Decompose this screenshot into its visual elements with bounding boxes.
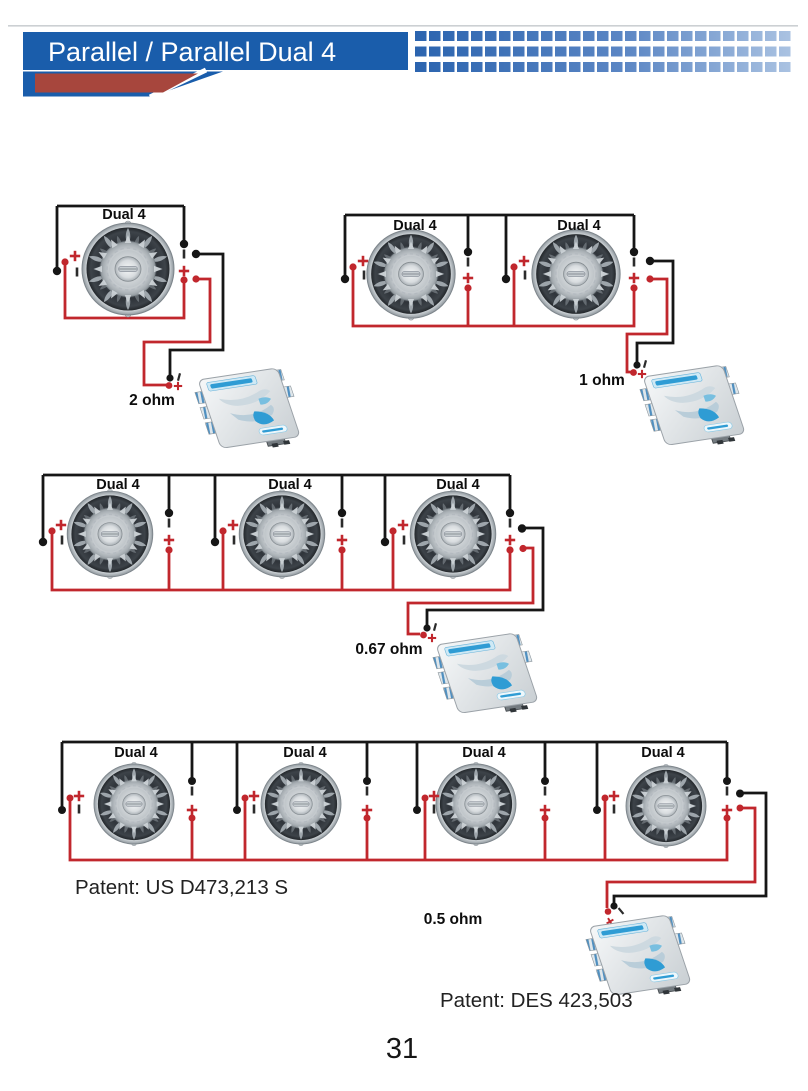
negative-terminal-dots: [58, 777, 744, 910]
amplifier: [428, 631, 548, 722]
impedance-label: 0.5 ohm: [424, 911, 483, 928]
impedance-label: 0.67 ohm: [355, 641, 422, 658]
speaker-label: Dual 4: [96, 477, 140, 493]
positive-wire: [50, 531, 535, 636]
speaker-label: Dual 4: [283, 745, 327, 761]
impedance-label: 2 ohm: [129, 392, 175, 409]
subwoofer-speaker: [239, 489, 325, 578]
speaker-label: Dual 4: [102, 207, 146, 223]
diagram-1-speaker: Dual 4 2 ohm: [52, 204, 310, 457]
patent-amplifier-text: Patent: DES 423,503: [440, 989, 633, 1012]
speaker-label: Dual 4: [436, 477, 480, 493]
top-hairline: [8, 25, 798, 27]
header-accent-ribbon: [35, 73, 198, 93]
impedance-label: 1 ohm: [579, 372, 625, 389]
diagram-3-speakers: Dual 4 Dual 4 Dual 4 0.67 ohm: [38, 473, 548, 722]
header-bar: [23, 32, 408, 70]
negative-wire: [41, 473, 545, 625]
subwoofer-speaker: [532, 228, 620, 320]
positive-wire: [68, 798, 757, 908]
subwoofer-speaker: [626, 764, 706, 848]
negative-terminal-dots: [38, 508, 527, 632]
page-number: 31: [386, 1033, 418, 1065]
amplifier: [190, 366, 310, 457]
negative-wire: [55, 204, 225, 375]
page-title: Parallel / Parallel Dual 4: [48, 37, 336, 67]
positive-terminal-dots: [48, 527, 527, 639]
diagram-2-speakers: Dual 4 Dual 4 1 ohm: [340, 213, 755, 454]
amplifier: [635, 363, 755, 454]
positive-terminal-dots: [61, 258, 200, 389]
negative-wire: [343, 213, 675, 363]
speaker-label: Dual 4: [393, 218, 437, 234]
subwoofer-speaker: [410, 489, 496, 578]
speaker-label: Dual 4: [557, 218, 601, 234]
patent-speaker-text: Patent: US D473,213 S: [75, 876, 288, 899]
positive-terminal-dots: [66, 794, 744, 915]
positive-terminal-dots: [349, 263, 654, 376]
positive-wire: [351, 267, 669, 374]
subwoofer-speaker: [367, 228, 455, 320]
subwoofer-speaker: [82, 221, 174, 317]
speaker-label: Dual 4: [268, 477, 312, 493]
page-header: Parallel / Parallel Dual 4: [8, 25, 798, 100]
speaker-label: Dual 4: [462, 745, 506, 761]
speaker-label: Dual 4: [114, 745, 158, 761]
subwoofer-speaker: [67, 489, 153, 578]
negative-terminal-dots: [340, 247, 655, 369]
page-footer: Patent: US D473,213 S Patent: DES 423,50…: [75, 876, 633, 1065]
diagram-4-speakers: Dual 4 Dual 4 Dual 4 Dual 4 0.5 ohm: [58, 740, 768, 1004]
negative-terminal-dots: [52, 239, 201, 382]
subwoofer-speaker: [261, 762, 341, 846]
negative-wire: [60, 740, 768, 903]
subwoofer-speaker: [94, 762, 174, 846]
header-squares-pattern: [415, 31, 793, 72]
subwoofer-speaker: [436, 762, 516, 846]
speaker-label: Dual 4: [641, 745, 685, 761]
positive-wire: [63, 262, 212, 387]
